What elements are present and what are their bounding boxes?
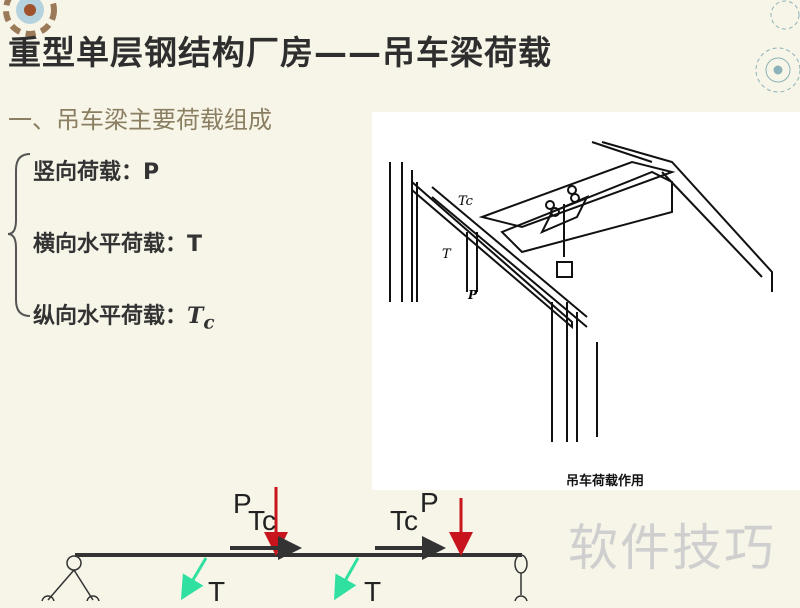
label-t1: T [208, 576, 226, 607]
lateral-load-arrow [334, 557, 360, 601]
label-t2: T [364, 576, 382, 607]
load-item-lateral: 横向水平荷载：T [33, 232, 203, 257]
beam-diagram [41, 487, 528, 601]
lateral-load-arrow [180, 557, 208, 601]
figure-label-p: P [468, 288, 478, 302]
label-p1: P [233, 488, 252, 519]
flower-icon [770, 0, 800, 30]
slide-title: 重型单层钢结构厂房——吊车梁荷载 [8, 33, 552, 72]
watermark: 软件技巧 [568, 519, 776, 577]
figure-caption: 吊车荷载作用 [566, 474, 645, 489]
crane-load-figure: Tc T P [372, 112, 800, 490]
figure-label-tc: Tc [458, 194, 473, 209]
figure-label-t: T [442, 247, 451, 262]
flower-icon [755, 47, 800, 93]
section-heading: 一、吊车梁主要荷载组成 [8, 106, 272, 134]
roller-support-right [514, 554, 528, 601]
crane-drawing [389, 141, 773, 442]
label-tc1: Tc [248, 505, 276, 536]
label-tc2: Tc [390, 505, 418, 536]
flower-icon [3, 0, 57, 37]
pin-support-left [41, 555, 100, 601]
load-item-vertical: 竖向荷载：P [33, 160, 160, 185]
load-item-longitudinal: 纵向水平荷载：Tc [33, 303, 215, 334]
brace [7, 153, 31, 317]
label-p2: P [420, 487, 439, 518]
